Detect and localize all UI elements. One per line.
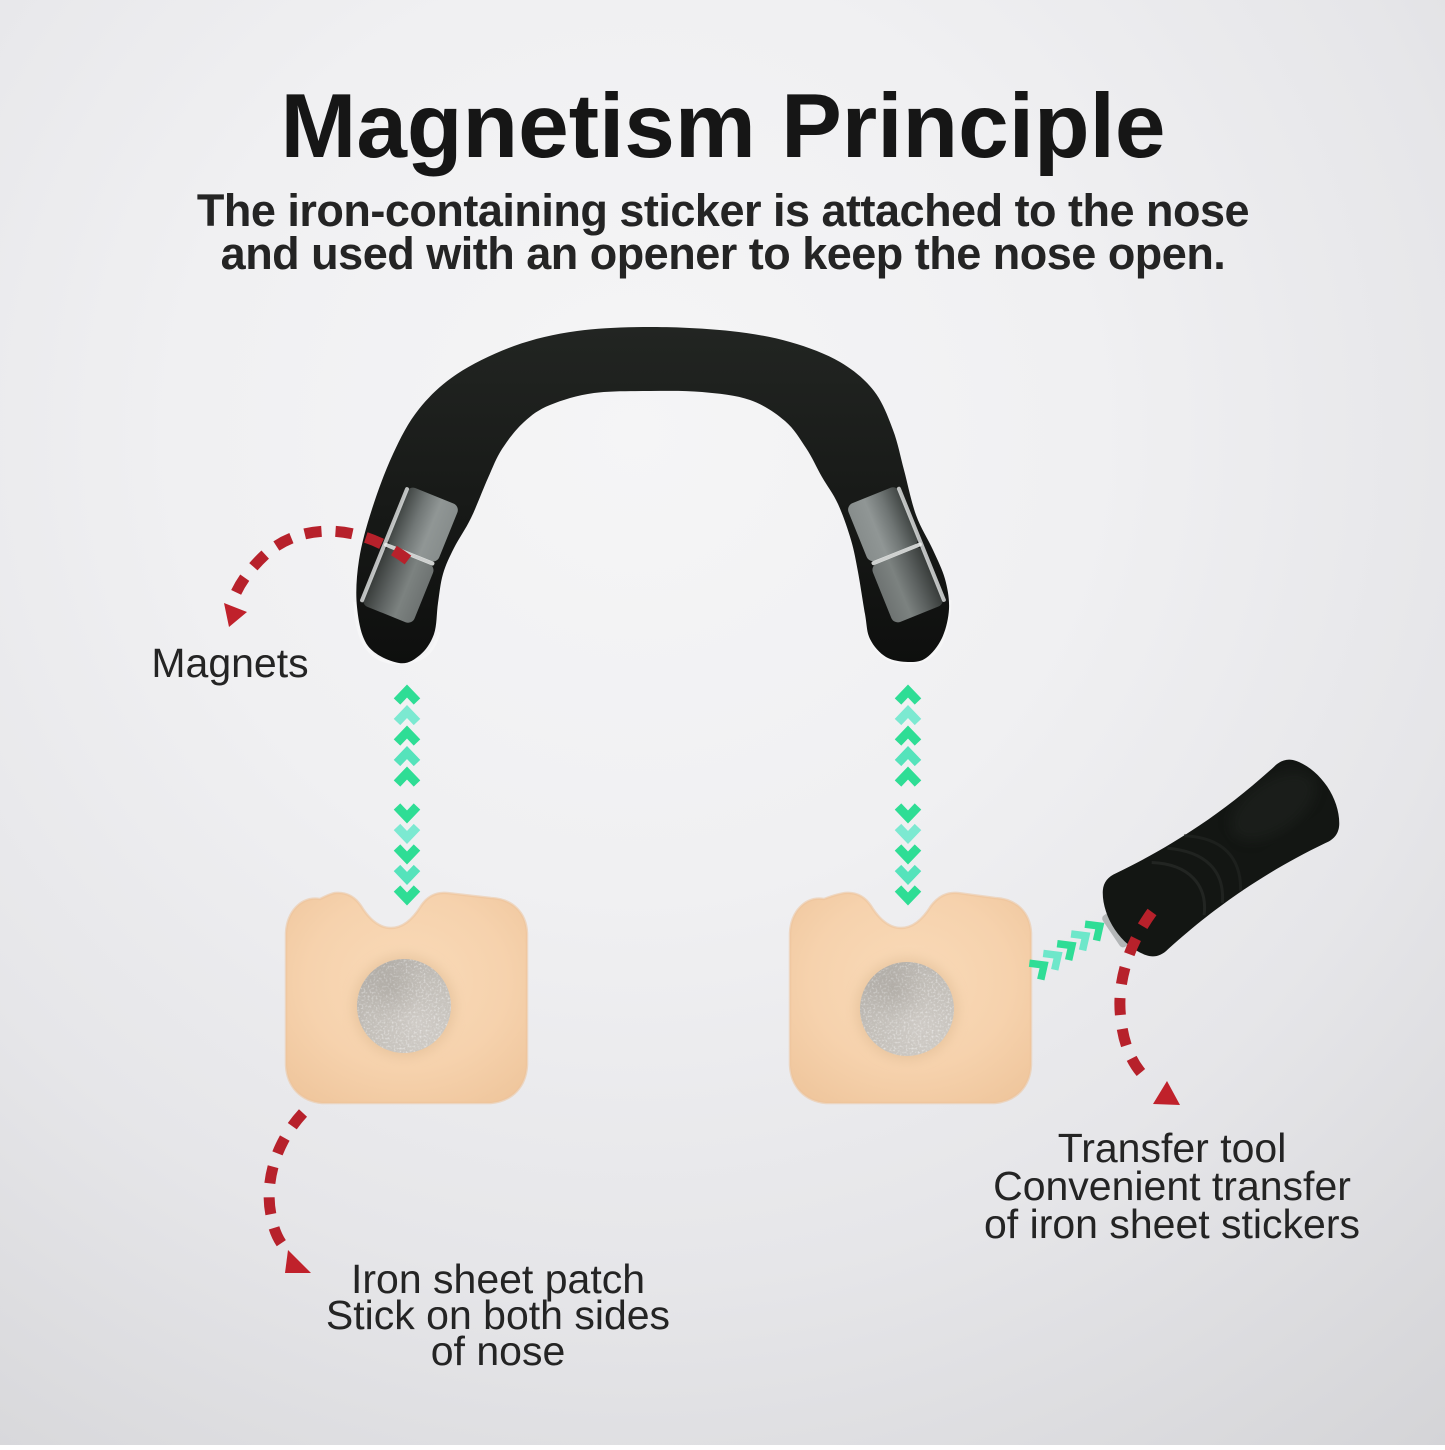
- svg-text:Iron sheet patch: Iron sheet patch: [351, 1256, 645, 1302]
- svg-text:The iron-containing sticker is: The iron-containing sticker is attached …: [197, 185, 1249, 236]
- svg-text:Transfer tool: Transfer tool: [1058, 1125, 1287, 1171]
- svg-text:Convenient transfer: Convenient transfer: [993, 1163, 1351, 1209]
- svg-text:and used with an opener to kee: and used with an opener to keep the nose…: [221, 228, 1226, 279]
- svg-text:of iron sheet stickers: of iron sheet stickers: [984, 1201, 1360, 1247]
- svg-text:of nose: of nose: [431, 1328, 566, 1374]
- svg-text:Magnetism Principle: Magnetism Principle: [281, 76, 1166, 177]
- svg-text:Stick on both sides: Stick on both sides: [326, 1292, 670, 1338]
- svg-text:Magnets: Magnets: [151, 640, 308, 686]
